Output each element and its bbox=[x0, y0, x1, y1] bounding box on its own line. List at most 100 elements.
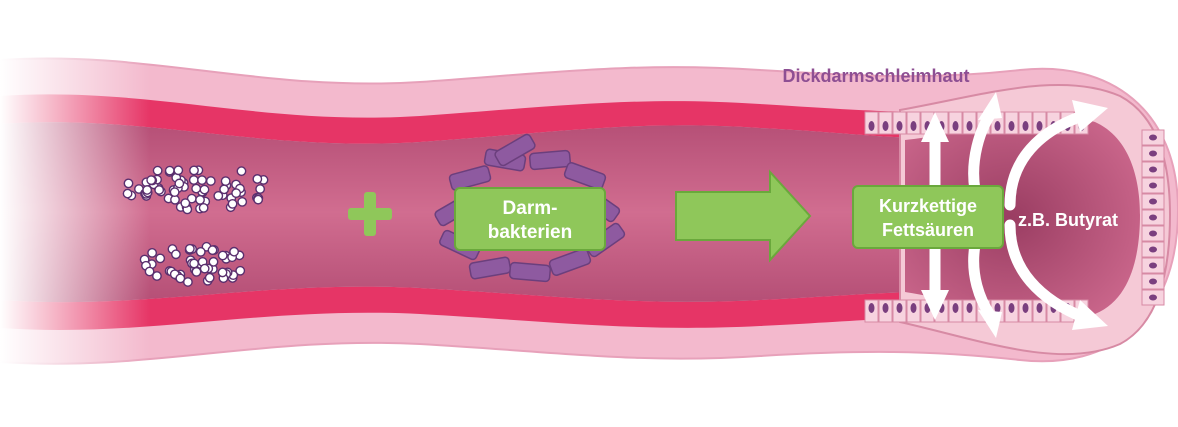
cell-nucleus bbox=[1149, 262, 1157, 269]
fiber-dot bbox=[189, 165, 199, 176]
fade-left bbox=[0, 40, 150, 380]
fiber-dot bbox=[237, 196, 248, 207]
absorption-arrowheads bbox=[921, 92, 1108, 338]
cell-nucleus bbox=[910, 121, 917, 131]
right-arrow-icon bbox=[675, 169, 812, 263]
cell-nucleus bbox=[994, 303, 1001, 313]
cell-nucleus bbox=[882, 303, 889, 313]
cell-nucleus bbox=[1149, 134, 1157, 141]
cell-nucleus bbox=[966, 121, 973, 131]
cell-nucleus bbox=[1022, 121, 1029, 131]
fiber-dot bbox=[255, 184, 266, 194]
fiber-dot bbox=[204, 272, 215, 283]
fiber-dot bbox=[191, 183, 202, 194]
cell-nucleus bbox=[952, 303, 959, 313]
cell-nucleus bbox=[1149, 150, 1157, 157]
cell-nucleus bbox=[910, 303, 917, 313]
fiber-dot bbox=[199, 184, 210, 195]
fiber-dot bbox=[253, 194, 264, 205]
bacterium-rod bbox=[508, 261, 552, 283]
absorption-arrows-icon bbox=[929, 109, 1091, 324]
fiber-dot bbox=[198, 202, 209, 213]
cell-nucleus bbox=[1149, 246, 1157, 253]
cell-nucleus bbox=[1149, 182, 1157, 189]
scfa-label-line1: Kurzkettige bbox=[879, 196, 977, 216]
cell-nucleus bbox=[882, 121, 889, 131]
bacterium-rod bbox=[548, 248, 592, 276]
cell-nucleus bbox=[952, 121, 959, 131]
fiber-dot bbox=[144, 266, 155, 277]
fiber-dot bbox=[227, 198, 238, 209]
fiber-dot bbox=[195, 246, 206, 257]
cell-nucleus bbox=[1149, 166, 1157, 173]
bacterium-rod bbox=[494, 133, 536, 167]
fiber-dot bbox=[164, 165, 175, 176]
muscle-band-bottom bbox=[0, 286, 930, 330]
mucosa-label: Dickdarmschleimhaut bbox=[782, 66, 969, 86]
fiber-dot bbox=[217, 267, 228, 278]
fiber-dot bbox=[188, 175, 199, 185]
muscle-band-top bbox=[0, 94, 930, 144]
cell-nucleus bbox=[1036, 303, 1043, 313]
fiber-dot bbox=[220, 176, 231, 187]
bacterium-rod bbox=[563, 162, 607, 190]
cell-nucleus bbox=[896, 303, 903, 313]
cell-nucleus bbox=[1149, 214, 1157, 221]
cell-nucleus bbox=[1149, 198, 1157, 205]
fiber-dot bbox=[252, 174, 263, 184]
cell-nucleus bbox=[1149, 278, 1157, 285]
fiber-dot bbox=[195, 194, 205, 205]
cell-nucleus bbox=[1149, 230, 1157, 237]
fiber-dot bbox=[205, 176, 216, 186]
cell-nucleus bbox=[994, 121, 1001, 131]
fiber-dot bbox=[235, 265, 246, 276]
fiber-dot bbox=[213, 190, 224, 201]
fiber-dot bbox=[197, 175, 207, 186]
fiber-dot bbox=[231, 188, 242, 199]
fiber-dot bbox=[208, 256, 219, 267]
fiber-dot bbox=[219, 184, 230, 195]
cell-nucleus bbox=[1008, 121, 1015, 131]
fiber-dot bbox=[175, 273, 186, 284]
fiber-dot bbox=[180, 198, 191, 209]
fiber-dot bbox=[174, 178, 185, 189]
cell-nucleus bbox=[1149, 294, 1157, 301]
fiber-dot bbox=[184, 243, 195, 254]
fiber-dot bbox=[152, 165, 163, 176]
fiber-dot bbox=[146, 175, 157, 186]
scfa-label-box: Kurzkettige Fettsäuren bbox=[852, 185, 1004, 249]
cell-nucleus bbox=[966, 303, 973, 313]
plus-icon bbox=[348, 192, 392, 236]
bacteria-label-line1: Darm- bbox=[503, 198, 558, 219]
fiber-dot bbox=[171, 249, 181, 260]
cell-nucleus bbox=[868, 303, 875, 313]
fiber-dot bbox=[207, 245, 218, 256]
mucosa-inner bbox=[905, 116, 1140, 320]
fiber-dot bbox=[173, 165, 184, 176]
fiber-dot bbox=[199, 263, 210, 274]
fiber-dot bbox=[147, 247, 158, 258]
bacterium-rod bbox=[468, 256, 512, 280]
fiber-dot bbox=[122, 188, 133, 199]
bacterium-rod bbox=[448, 165, 492, 191]
fiber-dot bbox=[154, 185, 165, 195]
example-label: z.B. Butyrat bbox=[1018, 210, 1118, 230]
fiber-dot bbox=[169, 187, 180, 198]
bacteria-label-line2: bakterien bbox=[488, 222, 572, 243]
scfa-label-line2: Fettsäuren bbox=[882, 220, 974, 240]
cell-nucleus bbox=[896, 121, 903, 131]
cell-nucleus bbox=[1036, 121, 1043, 131]
fiber-dot bbox=[123, 178, 134, 189]
bacterium-rod bbox=[528, 149, 572, 171]
cell-nucleus bbox=[868, 121, 875, 131]
fiber-cluster-icon bbox=[122, 165, 269, 215]
fiber-dot bbox=[155, 253, 166, 264]
bacteria-label-box: Darm- bakterien bbox=[454, 187, 606, 251]
fiber-dot bbox=[183, 277, 193, 287]
fiber-dot bbox=[191, 266, 202, 277]
fiber-dot bbox=[229, 246, 239, 257]
cell-nucleus bbox=[1008, 303, 1015, 313]
cell-nucleus bbox=[1022, 303, 1029, 313]
fiber-dot bbox=[236, 166, 247, 177]
